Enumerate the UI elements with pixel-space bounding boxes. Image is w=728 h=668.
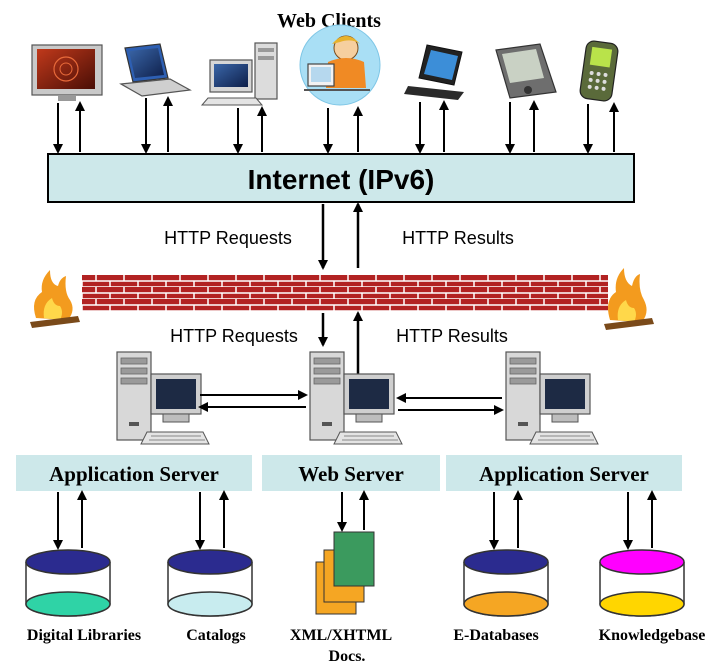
app-server-left-label: Application Server	[49, 462, 219, 486]
desktop-pc-icon	[200, 42, 278, 106]
lower-http-requests-label: HTTP Requests	[170, 326, 298, 346]
store-arrows	[53, 490, 657, 550]
fire-icon	[604, 268, 654, 330]
web-server-label: Web Server	[298, 462, 404, 486]
store-label-xml-docs: XML/XHTML	[290, 627, 392, 644]
child-at-computer-icon	[299, 24, 381, 106]
server-link-arrows	[198, 390, 504, 415]
server-tower-icon	[505, 351, 599, 445]
database-cylinder-icon	[25, 549, 111, 617]
internet-box	[47, 153, 635, 203]
pda-icon	[495, 43, 557, 99]
upper-flow-arrows	[318, 202, 363, 270]
store-label-digital-libraries: Digital Libraries	[27, 627, 141, 644]
document-stack-icon	[315, 531, 375, 615]
database-cylinder-icon	[599, 549, 685, 617]
app-server-right-box	[446, 455, 682, 491]
database-cylinder-icon	[167, 549, 253, 617]
internet-label: Internet (IPv6)	[248, 164, 435, 195]
database-cylinder-icon	[463, 549, 549, 617]
fire-icon	[30, 270, 80, 328]
firewall-icon	[82, 275, 608, 311]
store-label-catalogs: Catalogs	[186, 627, 246, 644]
server-tower-icon	[309, 351, 403, 445]
tablet-pc-icon	[404, 44, 464, 100]
diagram-title: Web Clients	[277, 10, 381, 32]
upper-http-results-label: HTTP Results	[402, 228, 514, 248]
server-tower-icon	[116, 351, 210, 445]
store-label-knowledgebase: Knowledgebase	[599, 627, 706, 644]
app-server-left-box	[16, 455, 252, 491]
laptop-icon	[119, 43, 192, 97]
app-server-right-label: Application Server	[479, 462, 649, 486]
plasma-tv-icon	[31, 44, 103, 101]
client-internet-arrows	[53, 96, 619, 154]
upper-http-requests-label: HTTP Requests	[164, 228, 292, 248]
lower-http-results-label: HTTP Results	[396, 326, 508, 346]
web-server-box	[262, 455, 440, 491]
mobile-phone-icon	[579, 40, 619, 102]
store-label-xml-docs-line2: Docs.	[329, 648, 366, 665]
store-label-e-databases: E-Databases	[453, 627, 538, 644]
